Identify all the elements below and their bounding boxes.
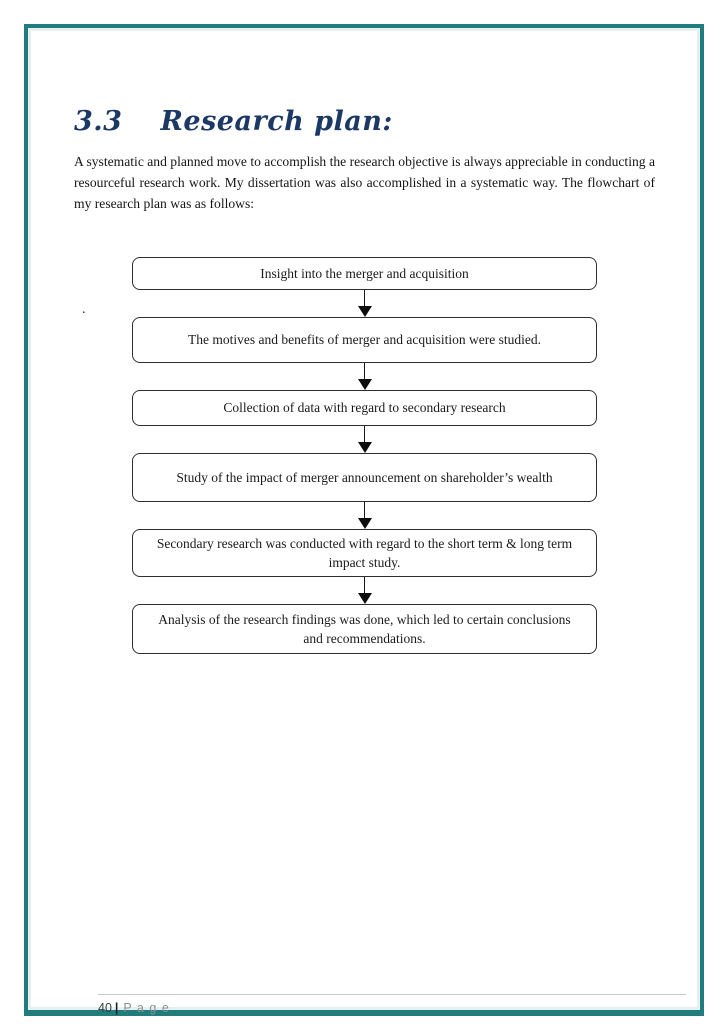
page-footer: 40| P a g e [98, 994, 686, 1015]
down-arrow-icon [132, 290, 597, 318]
page-content: 3.3 Research plan: A systematic and plann… [74, 28, 655, 655]
arrow-head [357, 518, 372, 530]
flowchart-step-6: Analysis of the research findings was do… [132, 604, 597, 655]
arrow-line [363, 290, 366, 307]
arrow-line [363, 426, 366, 443]
stray-period: . [82, 302, 86, 317]
flowchart-step-3: Collection of data with regard to second… [132, 390, 597, 427]
flowchart-step-4: Study of the impact of merger announceme… [132, 453, 597, 503]
footer-separator: | [114, 1001, 119, 1015]
down-arrow-icon [132, 577, 597, 605]
down-arrow-icon [132, 363, 597, 391]
page-border-frame: 3.3 Research plan: A systematic and plann… [24, 24, 704, 1016]
arrow-line [363, 363, 366, 380]
arrow-head [357, 306, 372, 318]
arrow-head [357, 442, 372, 454]
arrow-line [363, 502, 366, 519]
arrow-head [357, 593, 372, 605]
footer-page-label: P a g e [123, 1001, 170, 1015]
down-arrow-icon [132, 426, 597, 454]
flowchart-step-5: Secondary research was conducted with re… [132, 529, 597, 578]
section-number: 3.3 [74, 106, 123, 137]
arrow-head [357, 379, 372, 391]
down-arrow-icon [132, 502, 597, 530]
page-number: 40 [98, 1001, 112, 1015]
research-plan-flowchart: Insight into the merger and acquisition … [132, 257, 597, 655]
arrow-line [363, 577, 366, 594]
intro-paragraph: A systematic and planned move to accompl… [74, 154, 655, 212]
section-heading: 3.3 Research plan: [74, 106, 655, 137]
flowchart-step-1: Insight into the merger and acquisition [132, 257, 597, 291]
section-title: Research plan: [160, 106, 393, 137]
flowchart-step-2: The motives and benefits of merger and a… [132, 317, 597, 364]
